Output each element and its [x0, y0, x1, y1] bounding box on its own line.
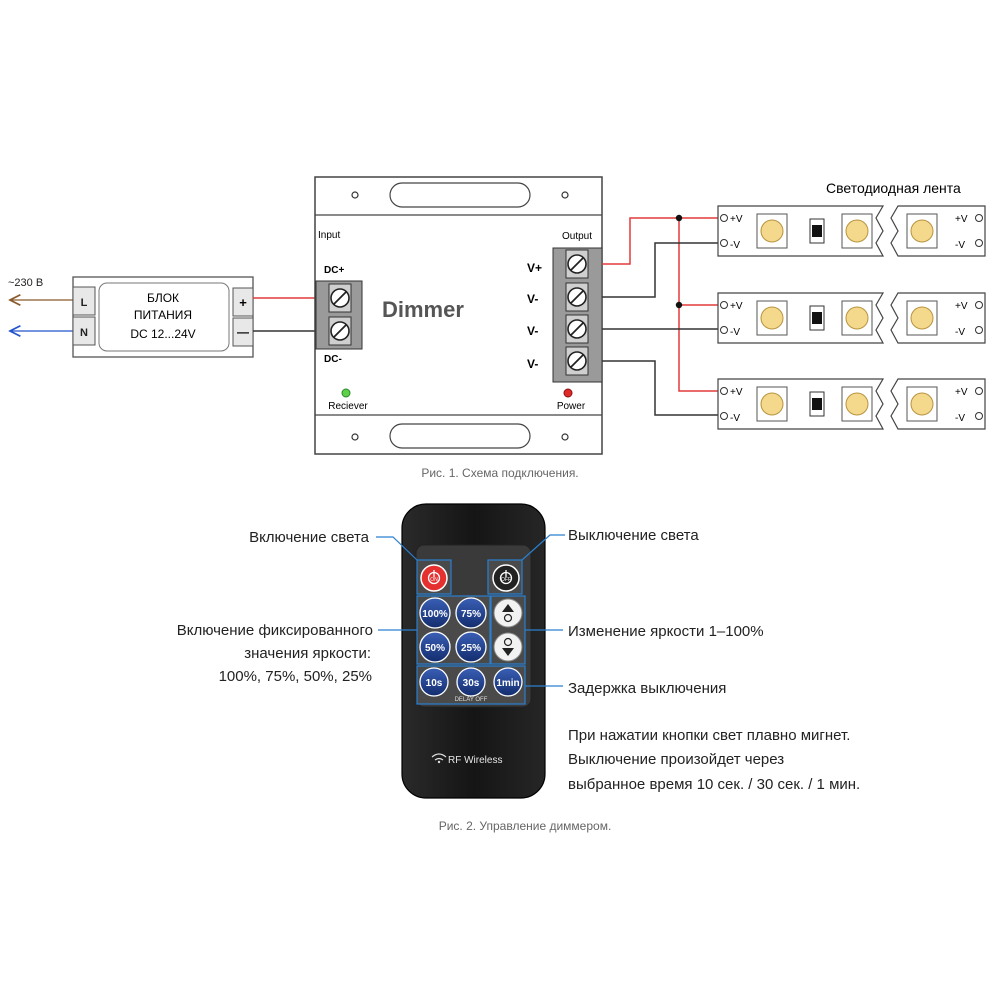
label-fixed-brightness-2: значения яркости:: [244, 645, 371, 662]
psu-terminal-l: L: [81, 297, 88, 309]
dimmer-output-label: Output: [562, 231, 592, 242]
brightness-25-button[interactable]: 25%: [455, 631, 487, 663]
delay-10s-label: 10s: [426, 678, 443, 689]
power-led: [563, 388, 573, 398]
strip-2-plus: +V: [730, 301, 743, 312]
strip-1-plus-right: +V: [955, 214, 968, 225]
note-line-1: При нажатии кнопки свет плавно мигнет.: [568, 727, 850, 744]
delay-10s-button[interactable]: 10s: [419, 667, 449, 697]
dimmer-out-vminus-1: V-: [527, 292, 538, 306]
brightness-100-button[interactable]: 100%: [419, 597, 451, 629]
delay-30s-button[interactable]: 30s: [456, 667, 486, 697]
psu-minus: —: [237, 325, 249, 339]
strip-1-minus-right: -V: [955, 240, 965, 251]
power-label: Power: [557, 401, 586, 412]
psu-terminal-n: N: [80, 327, 88, 339]
led-strip-3: +V -V +V -V: [717, 378, 986, 430]
dimmer-title: Dimmer: [382, 297, 464, 322]
figure-2-caption: Рис. 2. Управление диммером.: [439, 819, 612, 833]
label-fixed-brightness-1: Включение фиксированного: [177, 622, 373, 639]
strip-3-plus: +V: [730, 387, 743, 398]
sun-icon: [503, 613, 513, 623]
brightness-100-label: 100%: [422, 609, 448, 620]
dimmer-dc-minus: DC-: [324, 354, 342, 365]
off-button[interactable]: OFF: [492, 564, 520, 592]
on-button-label: ON: [430, 577, 438, 583]
output-wires: [602, 214, 724, 416]
figure-1-caption: Рис. 1. Схема подключения.: [421, 466, 578, 480]
delay-30s-label: 30s: [463, 678, 480, 689]
dimmer-input-label: Input: [318, 230, 340, 241]
label-light-on: Включение света: [249, 529, 370, 546]
arrow-up-icon: [502, 604, 514, 612]
strip-title: Светодиодная лента: [826, 180, 961, 196]
dimmer-housing: Input Output DC+ DC- Dimmer V+ V- V- V- …: [314, 176, 603, 455]
strip-3-minus: -V: [730, 413, 740, 424]
brightness-75-button[interactable]: 75%: [455, 597, 487, 629]
power-supply-block: L N БЛОК ПИТАНИЯ DC 12...24V + —: [72, 276, 254, 358]
input-wires: [253, 297, 316, 332]
mains-wires: ~230 В: [8, 277, 73, 331]
strip-2-minus: -V: [730, 327, 740, 338]
label-light-off: Выключение света: [568, 527, 699, 544]
led-strip-2: +V -V +V -V: [717, 292, 986, 344]
brightness-50-label: 50%: [425, 643, 445, 654]
off-button-label: OFF: [501, 577, 511, 583]
label-fixed-brightness-3: 100%, 75%, 50%, 25%: [219, 668, 372, 685]
led-strip-1: +V -V +V -V: [717, 205, 986, 257]
dimmer-out-vplus: V+: [527, 261, 542, 275]
delay-off-label: DELAY OFF: [455, 697, 488, 703]
brightness-up-button[interactable]: [493, 598, 523, 628]
strip-2-minus-right: -V: [955, 327, 965, 338]
strip-3-plus-right: +V: [955, 387, 968, 398]
psu-title-1: БЛОК: [147, 291, 179, 305]
label-brightness-change: Изменение яркости 1–100%: [568, 623, 764, 640]
label-delay-off: Задержка выключения: [568, 680, 726, 697]
strip-1-minus: -V: [730, 240, 740, 251]
psu-title-2: ПИТАНИЯ: [134, 308, 192, 322]
arrow-down-icon: [502, 648, 514, 656]
dimmer-out-vminus-2: V-: [527, 324, 538, 338]
wifi-icon: [431, 753, 447, 758]
brightness-down-button[interactable]: [493, 632, 523, 662]
strip-3-minus-right: -V: [955, 413, 965, 424]
mains-label: ~230 В: [8, 277, 43, 289]
psu-title-3: DC 12...24V: [130, 327, 195, 341]
strip-2-plus-right: +V: [955, 301, 968, 312]
delay-1min-label: 1min: [496, 678, 519, 689]
note-line-3: выбранное время 10 сек. / 30 сек. / 1 ми…: [568, 776, 860, 793]
callout-lines: [376, 534, 565, 687]
note-line-2: Выключение произойдет через: [568, 751, 784, 768]
receiver-led: [341, 388, 351, 398]
receiver-label: Reciever: [328, 401, 368, 412]
dimmer-out-vminus-3: V-: [527, 357, 538, 371]
brightness-75-label: 75%: [461, 609, 481, 620]
sun-icon-2: [503, 637, 513, 647]
rf-wireless-label: RF Wireless: [448, 755, 502, 766]
delay-1min-button[interactable]: 1min: [493, 667, 523, 697]
brightness-50-button[interactable]: 50%: [419, 631, 451, 663]
rf-wireless-badge: RF Wireless: [431, 753, 502, 766]
psu-plus: +: [239, 295, 247, 310]
on-button[interactable]: ON: [420, 564, 448, 592]
brightness-25-label: 25%: [461, 643, 481, 654]
strip-1-plus: +V: [730, 214, 743, 225]
dimmer-dc-plus: DC+: [324, 265, 344, 276]
